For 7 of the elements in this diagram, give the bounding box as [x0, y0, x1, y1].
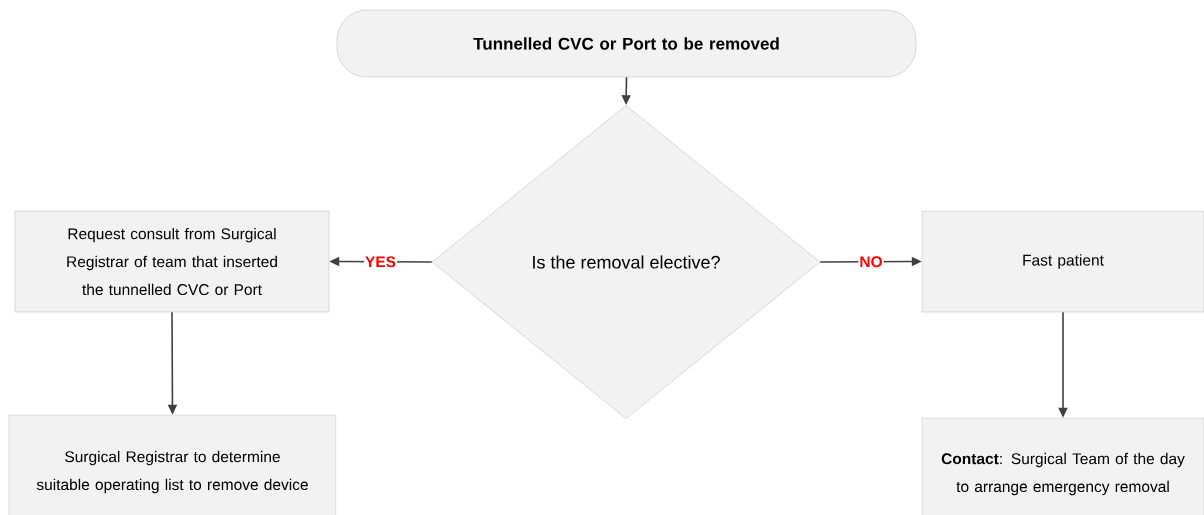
process-box: Surgical Registrar to determine suitable operating list to remove device: [8, 414, 337, 515]
edge-label: YES: [364, 255, 397, 269]
process-box: Fast patient: [921, 210, 1204, 313]
edge-label: NO: [858, 255, 884, 269]
process-box: Contact: Surgical Team of the day to arrange emergency removal: [921, 417, 1204, 515]
start-terminal: Tunnelled CVC or Port to be removed: [336, 9, 917, 78]
process-box: Request consult from Surgical Registrar of team that inserted the tunnelled CVC or Port: [14, 210, 330, 313]
